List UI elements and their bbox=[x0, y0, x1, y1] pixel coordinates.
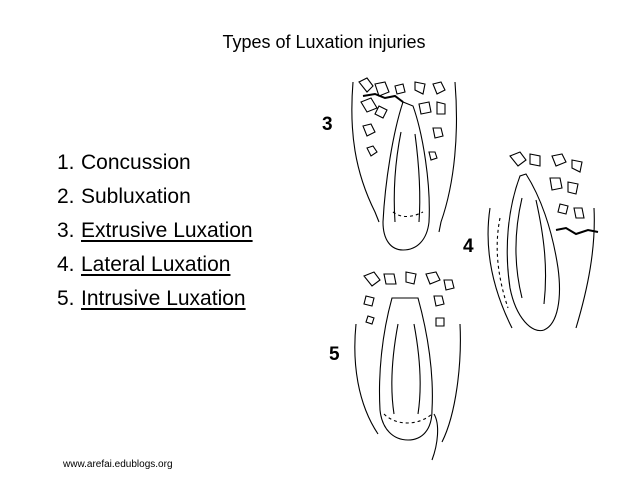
figure-label-3: 3 bbox=[322, 114, 333, 135]
list-item-number: 2. bbox=[57, 185, 75, 208]
list-item: 2. Subluxation bbox=[57, 180, 253, 214]
list-item-label: Concussion bbox=[81, 151, 191, 174]
figure-label-4: 4 bbox=[463, 236, 474, 257]
slide-title-text: Types of Luxation injuries bbox=[222, 32, 426, 52]
list-item-link[interactable]: Extrusive Luxation bbox=[81, 219, 253, 242]
slide-title: Types of Luxation injuries bbox=[0, 32, 638, 53]
list-item[interactable]: 5. Intrusive Luxation bbox=[57, 282, 253, 316]
list-item[interactable]: 4. Lateral Luxation bbox=[57, 248, 253, 282]
extrusive-luxation-illustration bbox=[351, 77, 458, 251]
list-item-number: 1. bbox=[57, 151, 75, 174]
list-item-label: Subluxation bbox=[81, 185, 191, 208]
list-item-link[interactable]: Intrusive Luxation bbox=[81, 287, 246, 310]
list-item-number: 5. bbox=[57, 287, 75, 310]
list-item-number: 4. bbox=[57, 253, 75, 276]
figure-label-5: 5 bbox=[329, 344, 340, 365]
list-item[interactable]: 3. Extrusive Luxation bbox=[57, 214, 253, 248]
list-item-number: 3. bbox=[57, 219, 75, 242]
list-item: 1. Concussion bbox=[57, 146, 253, 180]
luxation-types-list: 1. Concussion 2. Subluxation 3. Extrusive L… bbox=[57, 146, 253, 316]
lateral-luxation-illustration bbox=[487, 151, 599, 332]
footer-credit: www.arefai.edublogs.org bbox=[63, 459, 173, 470]
intrusive-luxation-illustration bbox=[354, 271, 461, 461]
list-item-link[interactable]: Lateral Luxation bbox=[81, 253, 231, 276]
